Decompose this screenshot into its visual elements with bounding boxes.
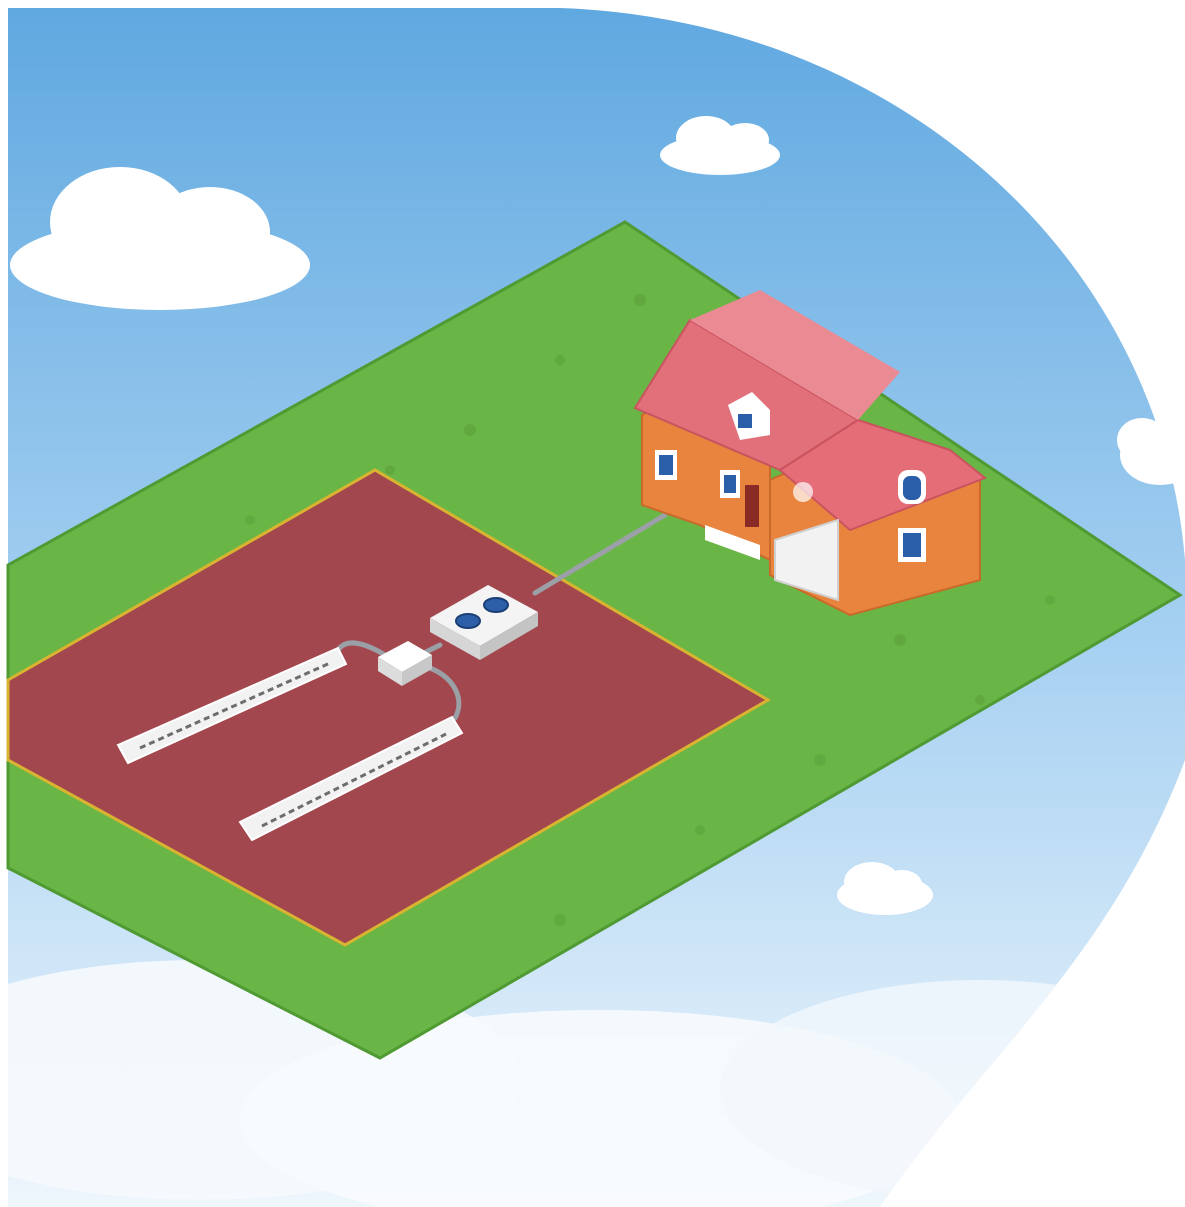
window <box>898 470 926 504</box>
window <box>655 450 677 480</box>
window <box>898 528 926 562</box>
window <box>720 470 740 498</box>
door <box>745 485 759 527</box>
